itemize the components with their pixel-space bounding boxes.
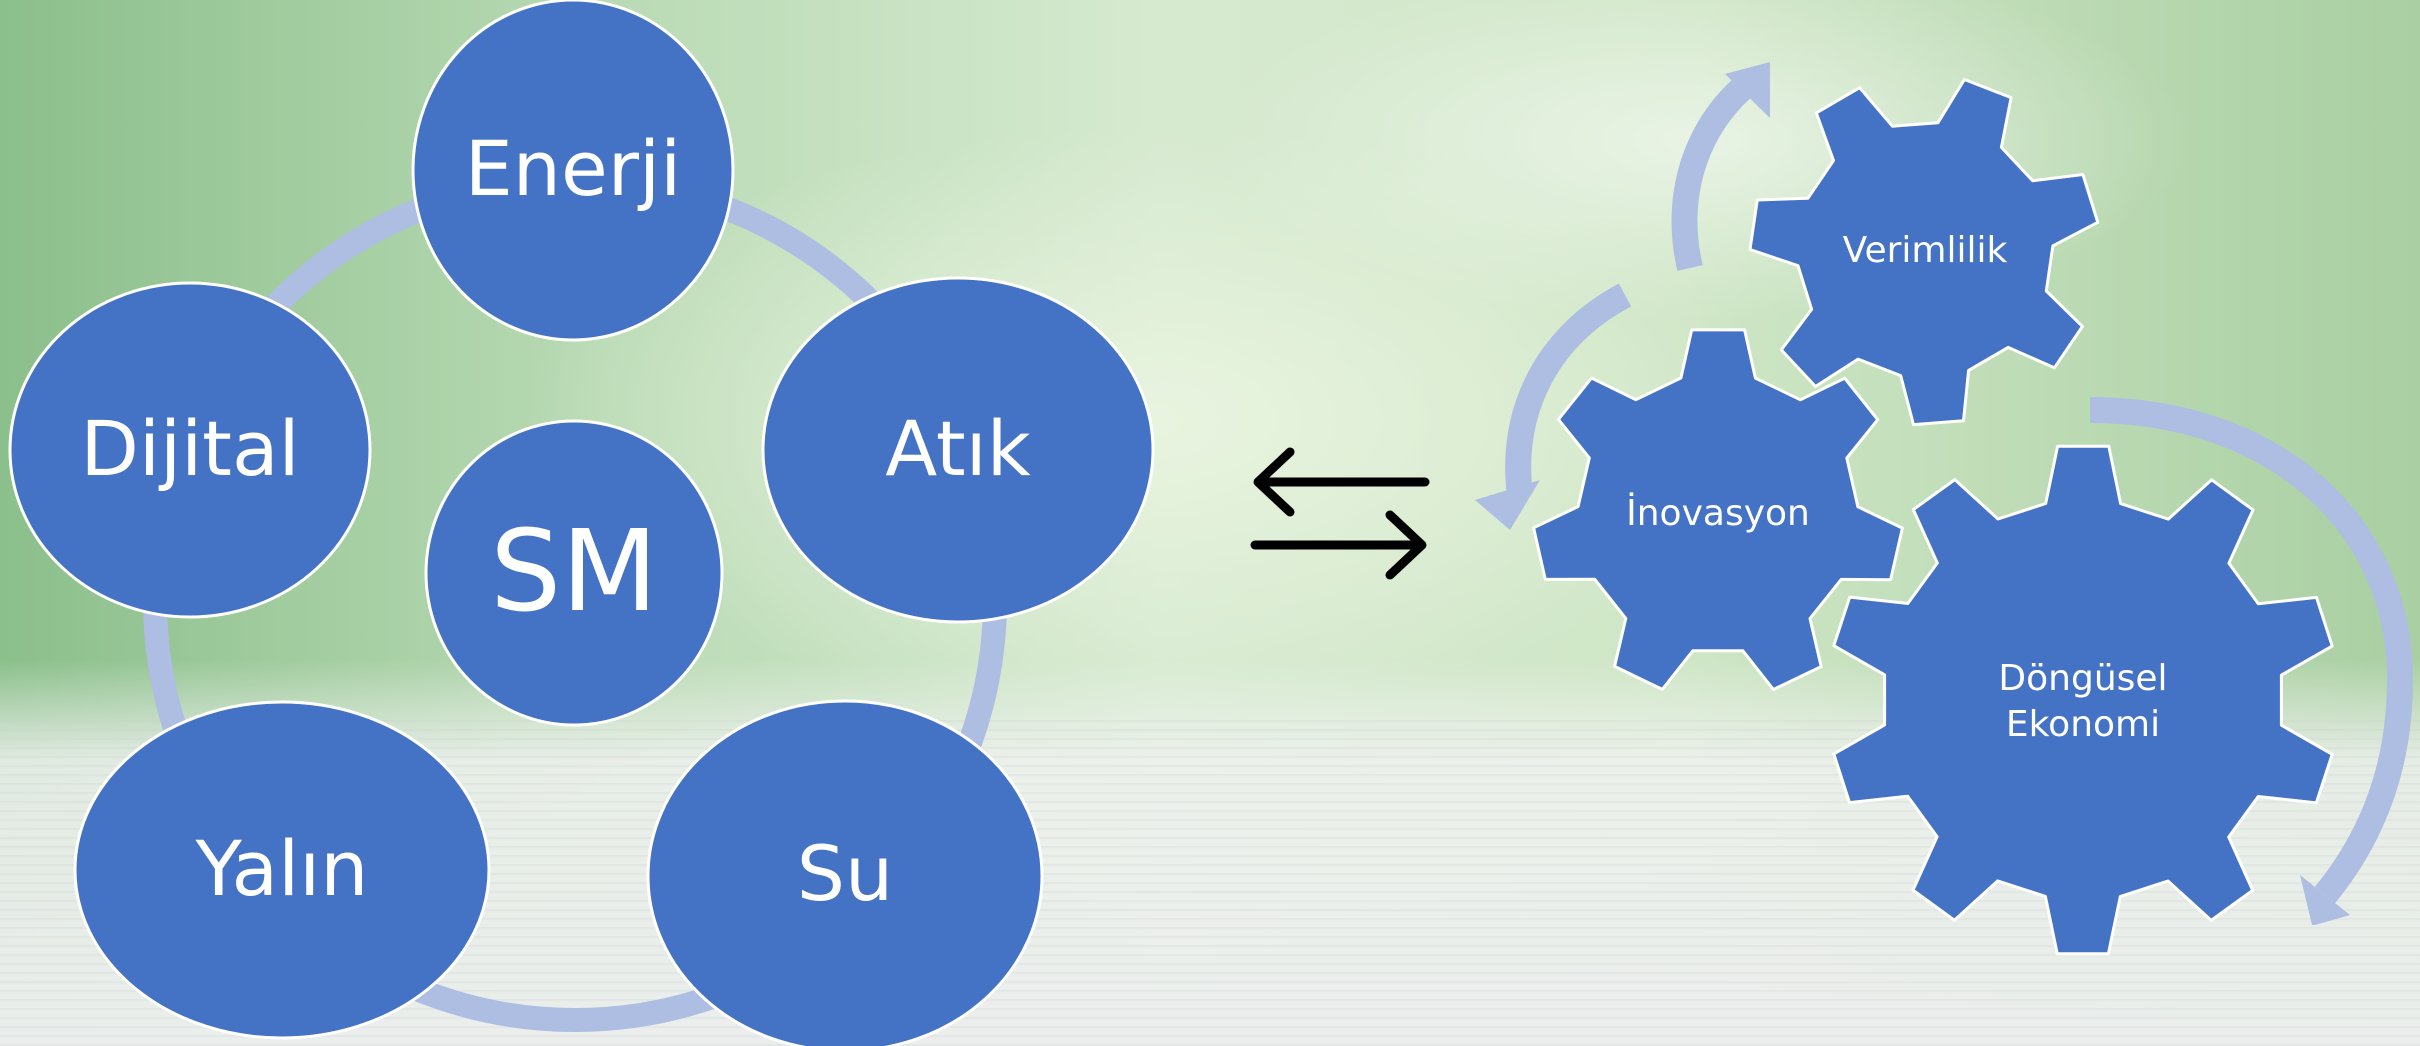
gear-arrow-top-head (1725, 62, 1770, 118)
gear-label: Döngüsel (1998, 658, 2167, 699)
gear-arrow-left-head (1475, 480, 1540, 530)
cycle-node-label: Su (797, 829, 893, 918)
cycle-node-dijital: Dijital (8, 281, 372, 619)
cycle-center-node: SM (424, 419, 724, 727)
cycle-center-label: SM (490, 507, 658, 637)
cycle-node-enerji: Enerji (411, 0, 735, 342)
cycle-node-yalin: Yalın (73, 700, 491, 1040)
gear-arrow-top (1671, 69, 1761, 271)
bidirectional-arrows-icon (1250, 447, 1430, 580)
cycle-node-label: Dijital (80, 404, 299, 493)
cycle-node-label: Enerji (465, 124, 681, 213)
gear-label: Verimlilik (1843, 230, 2008, 271)
cycle-node-label: Yalın (195, 824, 369, 913)
cycle-diagram: Enerji Atık Su Yalın Dijital SM (8, 0, 1155, 1046)
gear-verimlilik: Verimlilik (1748, 78, 2100, 427)
gear-label: Ekonomi (2006, 704, 2160, 745)
gear-arrow-left (1505, 283, 1632, 497)
gear-arrow-right (2089, 397, 2414, 904)
cycle-node-atik: Atık (761, 276, 1155, 624)
gear-label: İnovasyon (1626, 492, 1810, 534)
gear-diagram (1475, 62, 2414, 925)
gear-shape (1532, 328, 1904, 691)
gear-shape (1832, 444, 2334, 956)
gear-arrow-right-head (2300, 875, 2350, 925)
gear-shape (1748, 78, 2100, 427)
cycle-node-label: Atık (885, 404, 1031, 493)
cycle-node-su: Su (646, 699, 1044, 1046)
gear-inovasyon: İnovasyon (1532, 328, 1904, 691)
